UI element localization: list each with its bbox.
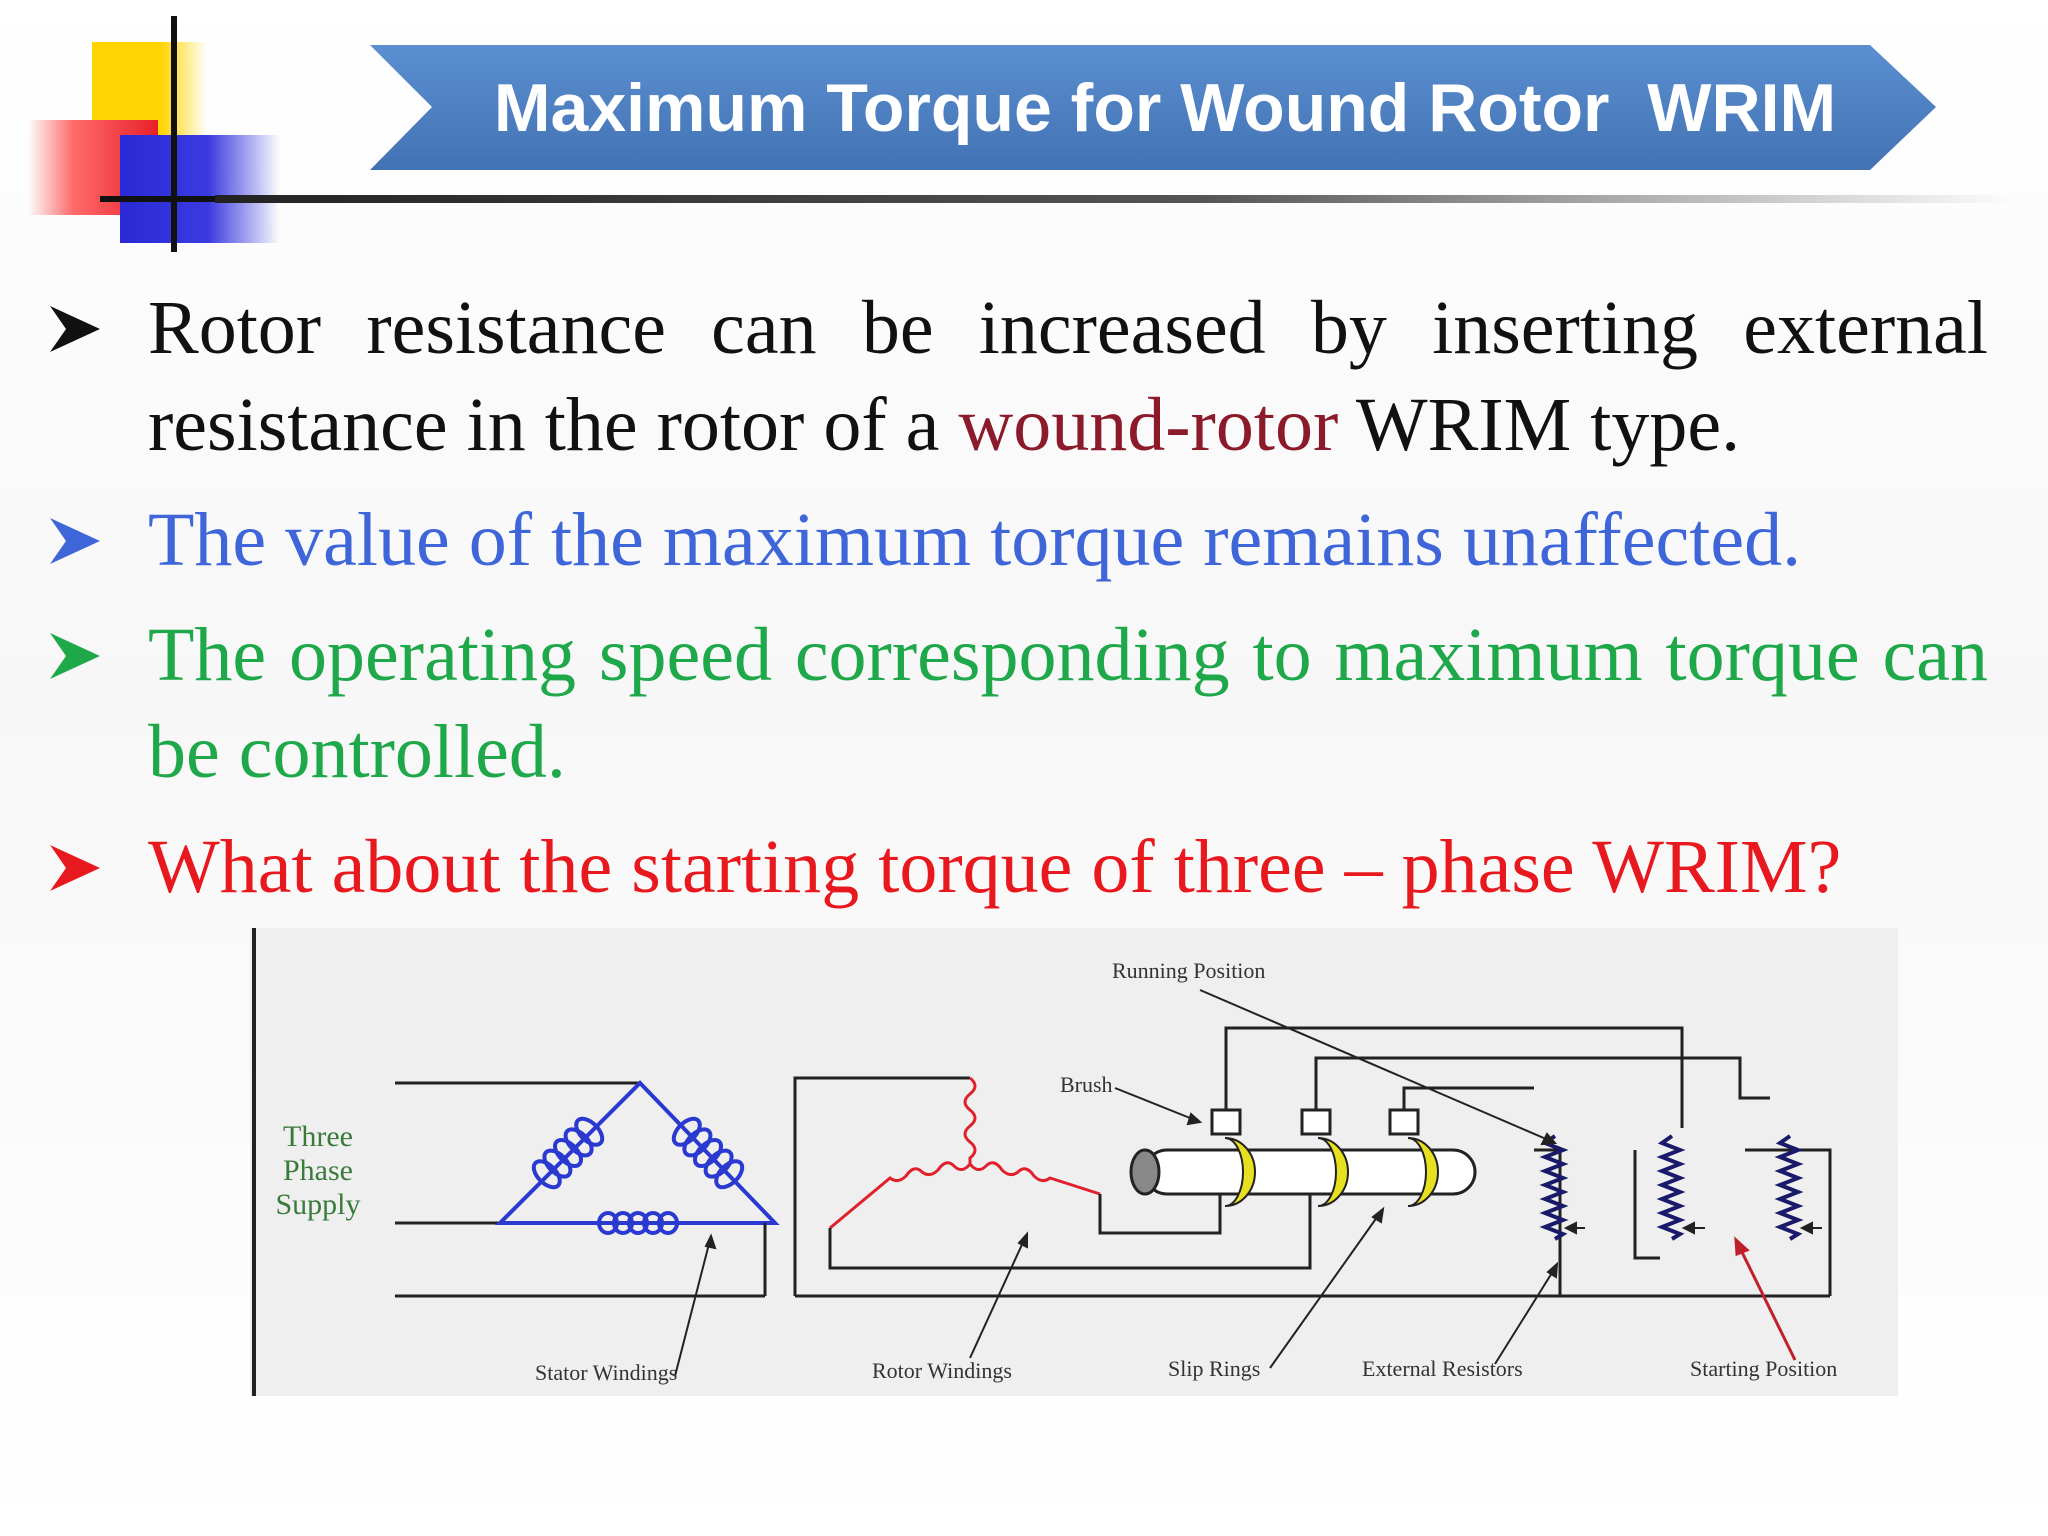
wrim-circuit-diagram: Three Phase Supply Running Position Brus…	[250, 928, 1898, 1396]
external-resistors	[1539, 1134, 1804, 1241]
external-resistors-label: External Resistors	[1362, 1356, 1523, 1381]
rotor-windings-label: Rotor Windings	[872, 1358, 1012, 1383]
supply-label-line: Supply	[275, 1188, 361, 1221]
arrow-bullet-icon	[50, 518, 100, 564]
circuit-drawing	[252, 928, 1832, 1396]
supply-label-line: Phase	[283, 1154, 353, 1187]
header-rule	[215, 195, 2015, 203]
arrow-bullet-icon	[50, 306, 100, 352]
arrow-bullet-icon	[50, 633, 100, 679]
supply-label-line: Three	[283, 1120, 353, 1153]
bullet-text: What about the starting torque of three …	[148, 825, 1842, 909]
bullet-item: The value of the maximum torque remains …	[48, 492, 1988, 589]
slip-rings-label: Slip Rings	[1168, 1356, 1261, 1381]
arrow-bullet-icon	[50, 845, 100, 891]
bullet-text-part: WRIM type.	[1338, 383, 1741, 467]
slide-title: Maximum Torque for Wound Rotor WRIM	[493, 69, 1837, 146]
running-position-label: Running Position	[1112, 958, 1266, 983]
bullet-text-part: Rotor resistance can be increased by ins…	[148, 286, 1988, 467]
title-banner: Maximum Torque for Wound Rotor WRIM	[370, 45, 1940, 170]
banner-arrow-shape	[370, 45, 1936, 170]
decorative-logo	[0, 0, 300, 260]
highlight-term: wound-rotor	[958, 383, 1339, 467]
starting-position-label: Starting Position	[1690, 1356, 1838, 1381]
brushes	[1210, 1108, 1420, 1136]
rotor-star-windings	[829, 1076, 1101, 1230]
logo-horizontal-line	[100, 196, 220, 202]
bullet-text: Rotor resistance can be increased by ins…	[148, 280, 1988, 474]
bullet-item: The operating speed corresponding to max…	[48, 607, 1988, 801]
blue-square	[120, 135, 280, 243]
delta-triangle	[495, 1080, 780, 1225]
supply-lines	[395, 1081, 765, 1298]
bullet-text: The value of the maximum torque remains …	[148, 498, 1802, 582]
brush-label: Brush	[1060, 1072, 1113, 1097]
bullet-list: Rotor resistance can be increased by ins…	[48, 280, 1988, 934]
pointer-arrows	[674, 989, 1559, 1377]
bullet-item: What about the starting torque of three …	[48, 819, 1988, 916]
bullet-item: Rotor resistance can be increased by ins…	[48, 280, 1988, 474]
stator-windings-label: Stator Windings	[535, 1360, 678, 1385]
supply-label: Three Phase Supply	[258, 1120, 378, 1222]
stator-coils	[531, 1116, 745, 1235]
logo-vertical-line	[171, 16, 177, 252]
slip-rings	[1224, 1137, 1439, 1207]
bullet-text: The operating speed corresponding to max…	[148, 613, 1988, 794]
